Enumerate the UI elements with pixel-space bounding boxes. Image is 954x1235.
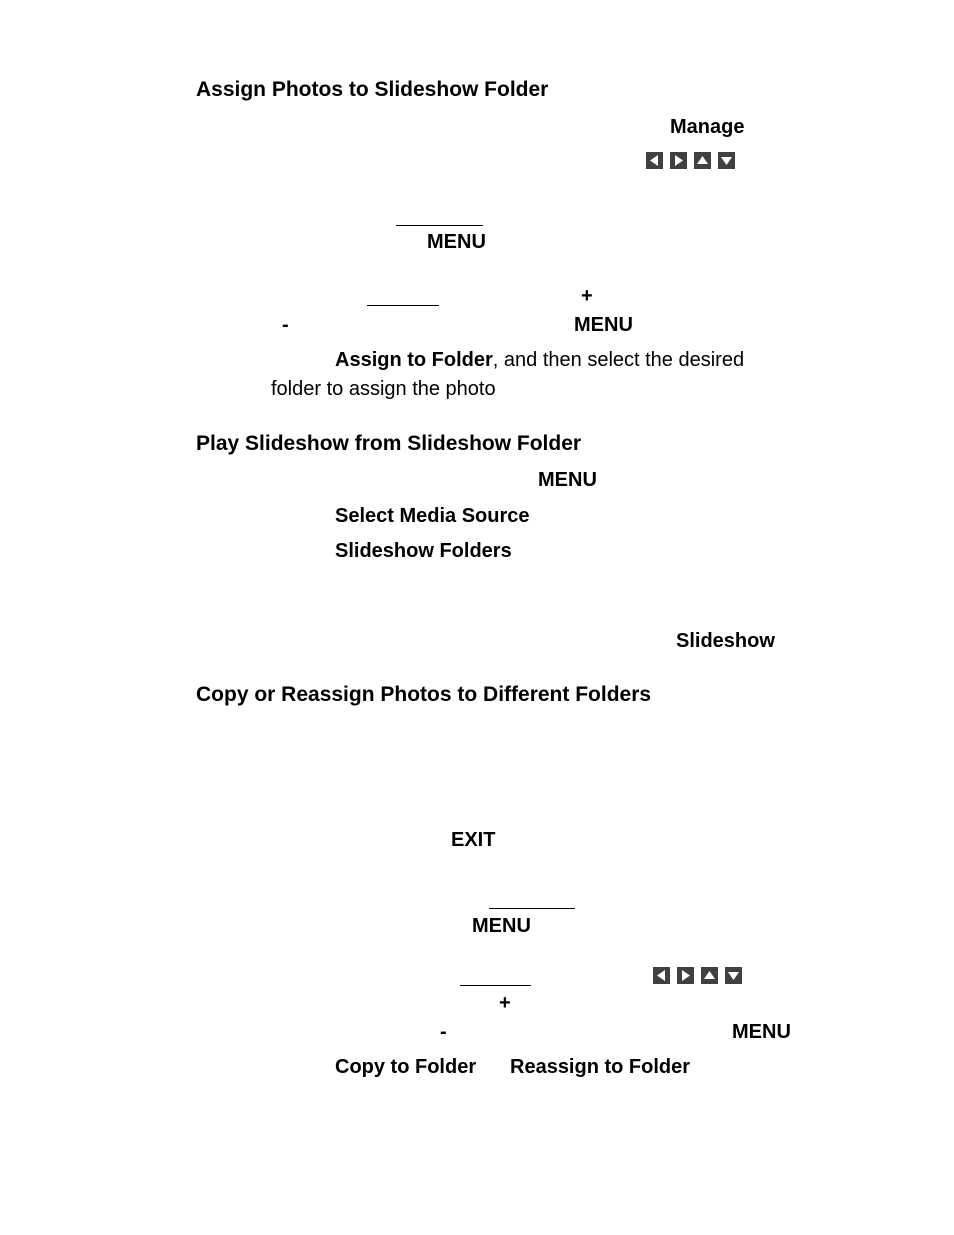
slideshow-folders-label: Slideshow Folders: [335, 540, 512, 562]
arrow-keys-group-1: [646, 152, 735, 169]
arrow-left-icon: [653, 967, 670, 984]
arrow-down-icon: [725, 967, 742, 984]
manage-label: Manage: [670, 116, 745, 138]
assign-to-folder-label: Assign to Folder: [335, 349, 493, 371]
plus-key-label: +: [499, 992, 511, 1014]
plus-key-label: +: [581, 285, 593, 307]
menu-key-label: MENU: [574, 314, 633, 336]
underline-rule: [460, 985, 531, 986]
reassign-to-folder-label: Reassign to Folder: [510, 1056, 691, 1078]
exit-key-label: EXIT: [451, 829, 496, 851]
underline-rule: [489, 908, 575, 909]
menu-key-label: MENU: [427, 231, 486, 253]
section-heading-copy-reassign: Copy or Reassign Photos to Different Fol…: [196, 683, 652, 706]
menu-key-label: MENU: [472, 915, 531, 937]
slideshow-label: Slideshow: [676, 630, 775, 652]
arrow-right-icon: [670, 152, 687, 169]
menu-key-label: MENU: [538, 469, 597, 491]
assign-instruction-text: , and then select the desired: [492, 349, 745, 371]
assign-instruction-line: Assign to Folder, and then select the de…: [335, 348, 744, 372]
minus-key-label: -: [440, 1021, 447, 1043]
arrow-down-icon: [718, 152, 735, 169]
copy-to-folder-label: Copy to Folder: [335, 1056, 477, 1078]
arrow-right-icon: [677, 967, 694, 984]
underline-rule: [367, 305, 439, 306]
arrow-up-icon: [694, 152, 711, 169]
underline-rule: [396, 225, 483, 226]
section-heading-assign-photos: Assign Photos to Slideshow Folder: [196, 78, 549, 101]
arrow-up-icon: [701, 967, 718, 984]
minus-key-label: -: [282, 314, 289, 336]
arrow-keys-group-2: [653, 967, 742, 984]
select-media-source-label: Select Media Source: [335, 505, 530, 527]
assign-instruction-continuation: folder to assign the photo: [271, 378, 496, 400]
menu-key-label: MENU: [732, 1021, 791, 1043]
arrow-left-icon: [646, 152, 663, 169]
section-heading-play-slideshow: Play Slideshow from Slideshow Folder: [196, 432, 582, 455]
